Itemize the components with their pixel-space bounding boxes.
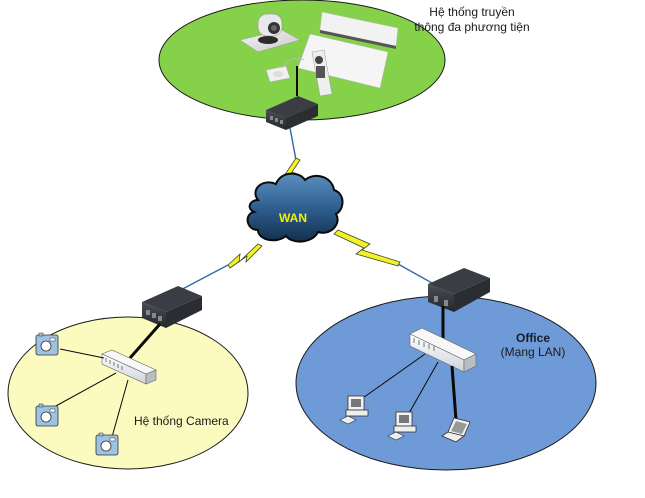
laptop-icon	[441, 417, 471, 443]
camera-zone	[7, 316, 249, 470]
media-converter	[142, 286, 202, 328]
desktop-pc-icon	[339, 395, 369, 425]
office-zone-label: Office (Mạng LAN)	[501, 331, 566, 359]
ip-camera-icon	[35, 332, 59, 356]
office-label-title: Office	[516, 331, 550, 345]
lightning-bolt-icon	[227, 243, 263, 269]
network-switch	[101, 349, 157, 385]
ptz-camera	[239, 13, 301, 53]
codec-unit	[319, 11, 399, 49]
multimedia-label-line1: Hệ thống truyền	[429, 5, 514, 19]
office-zone-ellipse	[295, 295, 597, 471]
office-zone	[295, 295, 597, 471]
remote-control	[311, 49, 333, 97]
camera-zone-ellipse	[7, 316, 249, 470]
office-label-subtitle: (Mạng LAN)	[501, 345, 566, 359]
cloud-icon	[246, 172, 344, 243]
microphone	[265, 58, 305, 83]
media-converter	[266, 96, 318, 130]
multimedia-devices	[239, 11, 399, 130]
media-converter	[428, 268, 490, 312]
display-panel	[297, 33, 389, 89]
network-switch	[409, 327, 477, 373]
office-devices	[339, 268, 490, 443]
wan-cloud: WAN	[246, 172, 344, 243]
camera-zone-label: Hệ thống Camera	[134, 414, 229, 428]
ip-camera-icon	[95, 432, 119, 456]
link-wan-camera	[174, 243, 263, 294]
link-wan-office	[333, 229, 433, 284]
multimedia-label-line2: thông đa phương tiện	[414, 20, 529, 34]
multimedia-zone-label: Hệ thống truyền thông đa phương tiện	[414, 5, 529, 34]
wan-label: WAN	[279, 211, 307, 225]
lightning-bolt-icon	[333, 229, 401, 267]
desktop-pc-icon	[387, 411, 417, 441]
camera-devices	[35, 286, 202, 456]
ip-camera-icon	[35, 403, 59, 427]
